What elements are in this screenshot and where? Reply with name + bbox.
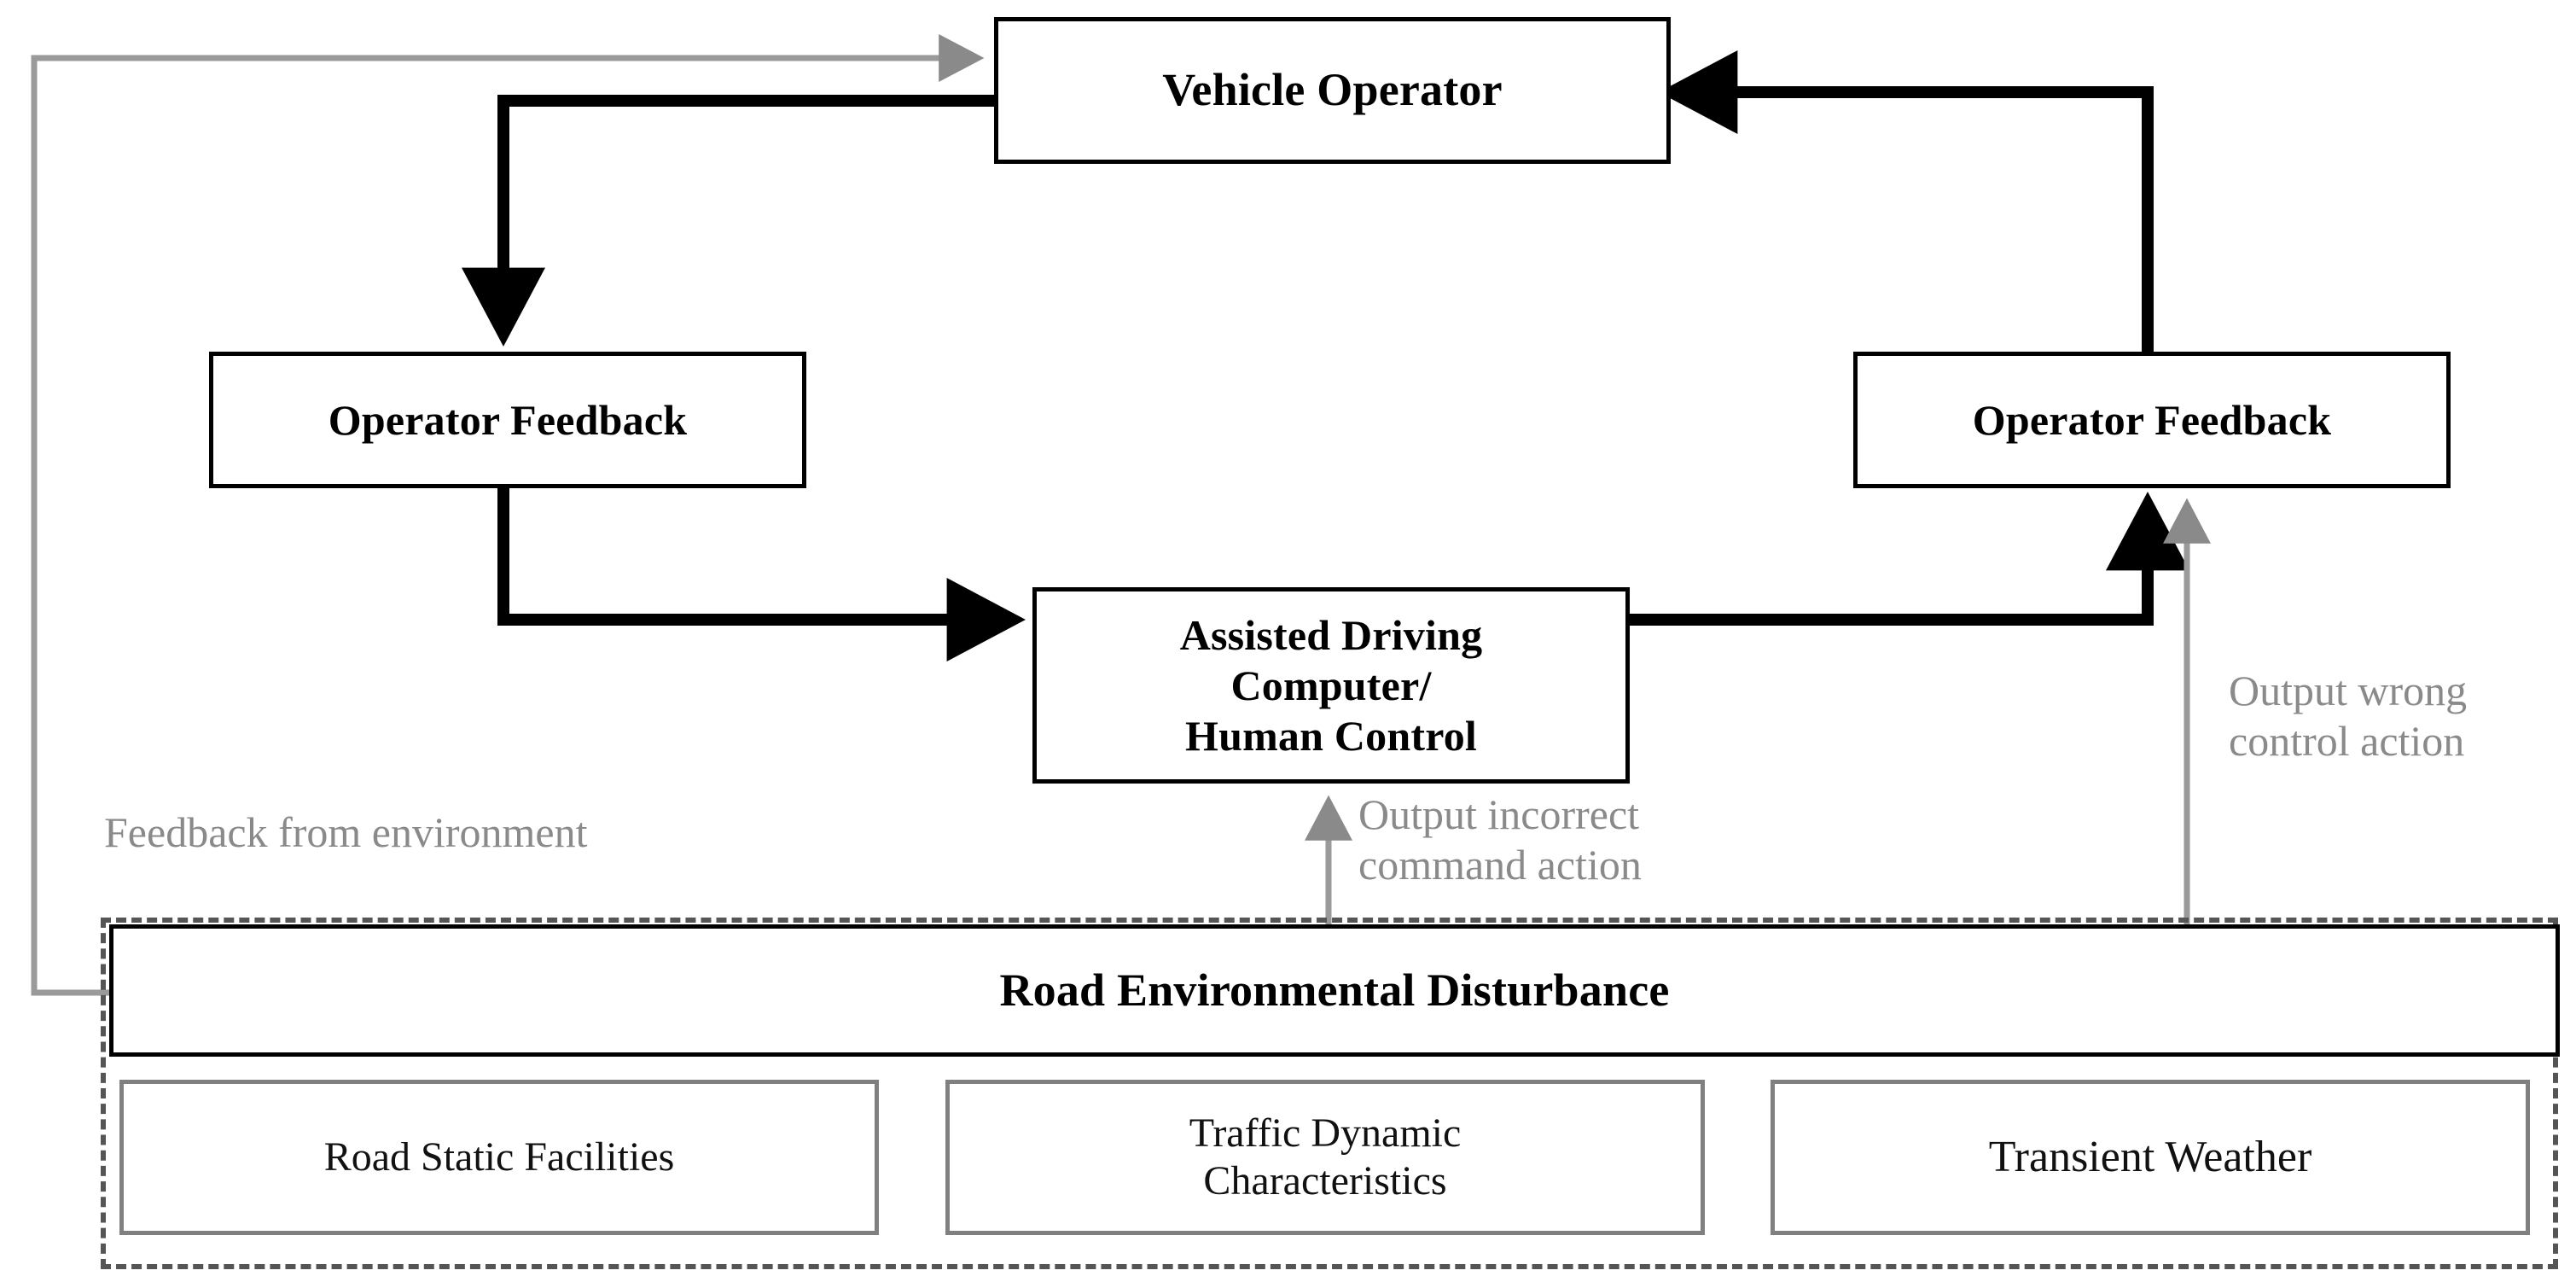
node-operator-feedback-right-label: Operator Feedback [1972,395,2332,444]
node-assisted-driving-label: Assisted Driving Computer/ Human Control [1179,610,1483,760]
node-vehicle-operator[interactable]: Vehicle Operator [994,17,1671,164]
edge-assisted-to-feedback-right [1625,491,2189,626]
node-traffic-dynamic-label: Traffic Dynamic Characteristics [1189,1110,1462,1203]
environment-factors-group [101,918,2558,1269]
node-vehicle-operator-label: Vehicle Operator [1162,64,1503,116]
edge-feedback-left-to-assisted [497,485,1026,661]
edge-road-to-operator [31,34,985,996]
node-road-disturbance[interactable]: Road Environmental Disturbance [109,924,2560,1057]
annotation-output-incorrect-command: Output incorrect command action [1358,790,1642,889]
edge-feedback-right-to-operator [1658,50,2154,352]
node-operator-feedback-right[interactable]: Operator Feedback [1853,352,2451,488]
node-operator-feedback-left[interactable]: Operator Feedback [209,352,806,488]
node-road-disturbance-label: Road Environmental Disturbance [999,964,1670,1016]
node-road-static-facilities[interactable]: Road Static Facilities [119,1080,879,1235]
node-operator-feedback-left-label: Operator Feedback [328,395,688,444]
node-assisted-driving[interactable]: Assisted Driving Computer/ Human Control [1032,587,1630,784]
node-traffic-dynamic[interactable]: Traffic Dynamic Characteristics [945,1080,1705,1235]
node-transient-weather-label: Transient Weather [1988,1132,2312,1181]
node-road-static-facilities-label: Road Static Facilities [323,1134,675,1180]
edge-operator-to-feedback-left [462,95,994,347]
node-transient-weather[interactable]: Transient Weather [1771,1080,2530,1235]
annotation-feedback-from-environment: Feedback from environment [104,808,588,856]
annotation-output-wrong-control: Output wrong control action [2229,667,2468,765]
